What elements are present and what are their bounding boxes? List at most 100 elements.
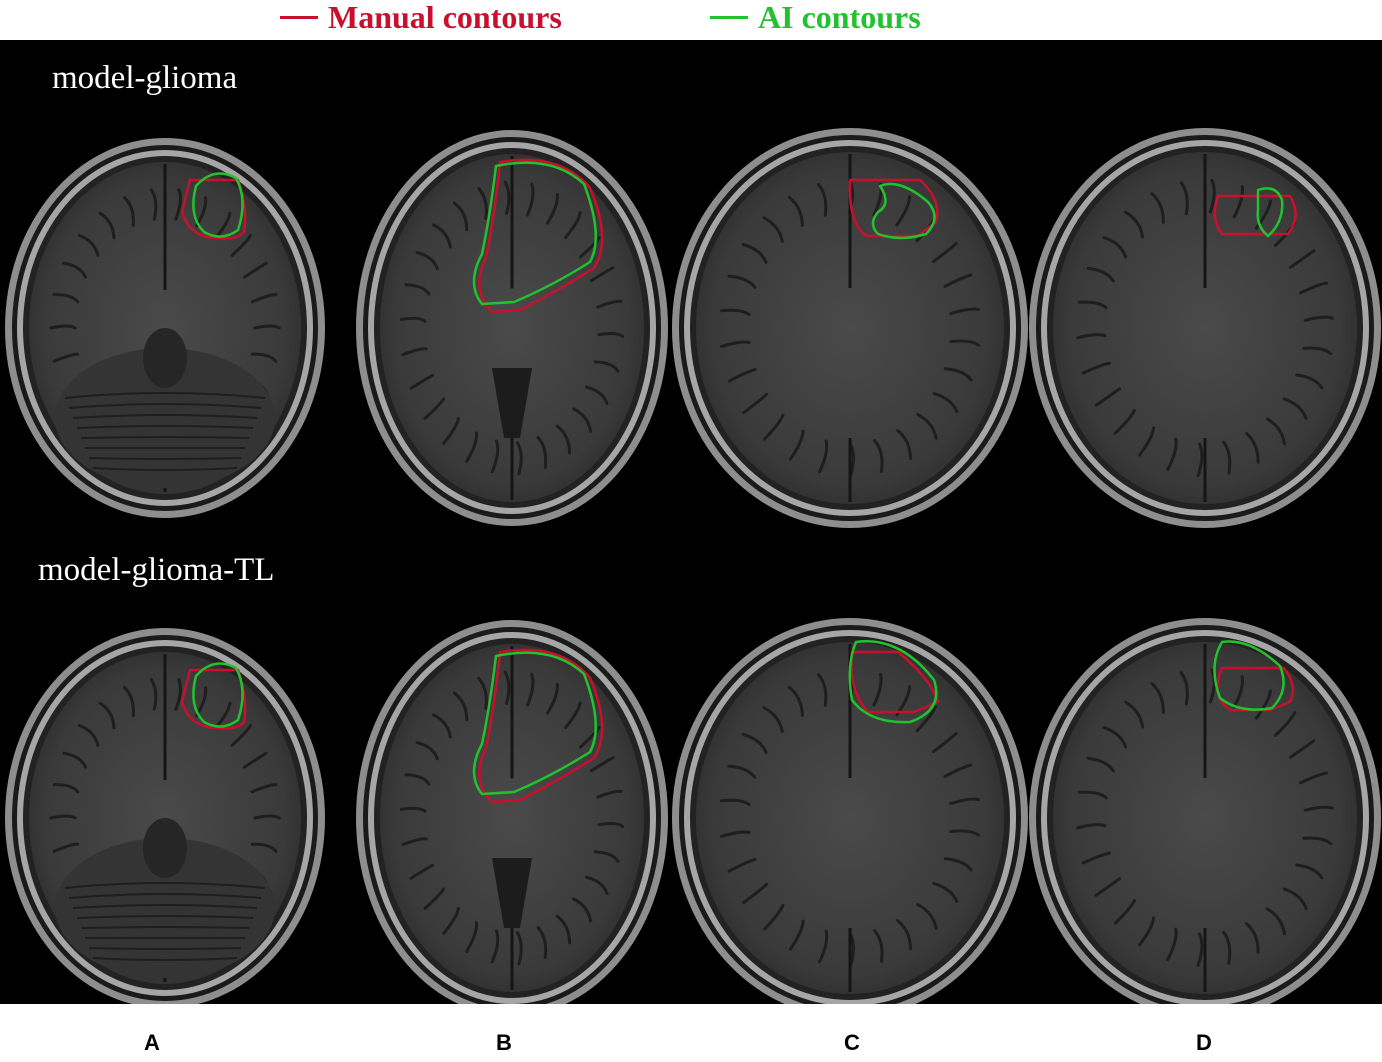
sulcus bbox=[555, 424, 572, 455]
sulcus bbox=[415, 741, 439, 761]
sulcus bbox=[1274, 711, 1297, 737]
sulcus bbox=[1289, 739, 1316, 759]
sulcus bbox=[949, 339, 980, 347]
ai-contour bbox=[1256, 187, 1284, 238]
sulcus bbox=[401, 347, 428, 357]
brain-tissue bbox=[696, 642, 1004, 994]
manual-contour bbox=[180, 668, 247, 730]
sulcus bbox=[720, 308, 751, 316]
sulcus bbox=[253, 814, 281, 820]
sulcus bbox=[52, 293, 80, 304]
legend-manual-contours: Manual contours bbox=[280, 0, 562, 36]
sulcus bbox=[949, 307, 980, 315]
sulcus bbox=[818, 439, 829, 474]
sulcus bbox=[250, 293, 278, 304]
cerebellar-folia bbox=[80, 926, 250, 929]
sulcus bbox=[536, 436, 548, 469]
sulcus bbox=[1208, 668, 1216, 704]
ventricle bbox=[492, 368, 532, 438]
ai-contour-line-swatch bbox=[710, 16, 748, 20]
sulcus bbox=[62, 751, 87, 769]
sulcus bbox=[52, 352, 80, 363]
sulcus bbox=[250, 842, 278, 853]
sulcus bbox=[230, 724, 252, 747]
sulcus bbox=[1254, 199, 1272, 230]
sulcus bbox=[763, 413, 785, 441]
manual-contour bbox=[850, 650, 940, 714]
sulcus bbox=[720, 340, 751, 348]
cerebellar-folia bbox=[64, 882, 266, 889]
sulcus bbox=[817, 673, 828, 707]
sulcus bbox=[1077, 790, 1108, 800]
sulcus bbox=[1303, 315, 1334, 322]
sulcus bbox=[1076, 823, 1107, 830]
sulcus bbox=[949, 797, 980, 805]
mri-slice-d-row-1 bbox=[1029, 128, 1381, 528]
sulcus bbox=[214, 211, 232, 240]
sulcus bbox=[1077, 300, 1108, 310]
sulcus bbox=[465, 431, 479, 463]
sulcus bbox=[477, 677, 488, 710]
cerebellar-folia bbox=[80, 436, 250, 439]
sulcus bbox=[1295, 863, 1324, 880]
sulcus bbox=[932, 882, 959, 903]
sulcus bbox=[1138, 426, 1156, 457]
sulcus bbox=[503, 180, 511, 215]
cerebellar-folia bbox=[64, 392, 266, 399]
sulcus bbox=[477, 187, 488, 220]
brain-tissue bbox=[696, 152, 1004, 504]
sulcus bbox=[787, 685, 804, 717]
sulcus bbox=[1086, 266, 1115, 283]
sulcus bbox=[1208, 178, 1216, 214]
sulcus bbox=[931, 242, 958, 264]
sulcus bbox=[1086, 756, 1115, 773]
sulcus bbox=[593, 850, 620, 863]
sulcus bbox=[546, 683, 559, 715]
sulcus bbox=[762, 706, 784, 733]
sulcus bbox=[98, 211, 116, 240]
sulcus bbox=[1254, 689, 1272, 720]
sulcus bbox=[572, 407, 593, 433]
sulcus bbox=[1166, 927, 1178, 961]
ventricle bbox=[492, 858, 532, 928]
sulcus bbox=[1124, 700, 1145, 729]
sulcus bbox=[1081, 851, 1111, 865]
ai-contour bbox=[1213, 640, 1285, 711]
ai-contour bbox=[472, 161, 598, 306]
sulcus bbox=[1196, 932, 1204, 968]
sulcus bbox=[214, 701, 232, 730]
sulcus bbox=[1222, 440, 1232, 475]
sulcus bbox=[932, 392, 959, 413]
sulcus bbox=[536, 926, 548, 959]
sulcus bbox=[1094, 877, 1121, 897]
sulcus bbox=[404, 283, 431, 296]
sulcus bbox=[250, 783, 278, 794]
sulcus bbox=[49, 324, 77, 330]
mri-slice-a-row-2 bbox=[5, 628, 325, 1004]
column-label-c: C bbox=[844, 1030, 860, 1055]
sulcus bbox=[817, 183, 828, 217]
sulcus bbox=[1303, 805, 1334, 812]
ai-contour bbox=[871, 182, 936, 240]
sulcus bbox=[149, 188, 158, 221]
sulcus bbox=[123, 196, 135, 228]
sulcus bbox=[788, 429, 805, 461]
column-label-d: D bbox=[1196, 1030, 1212, 1055]
sulcus bbox=[401, 837, 428, 847]
legend-ai-contours: AI contours bbox=[710, 0, 921, 36]
sulcus bbox=[442, 417, 460, 445]
sulcus bbox=[415, 251, 439, 271]
sulcus bbox=[1232, 675, 1245, 709]
cerebellar-folia bbox=[72, 904, 258, 909]
manual-contour bbox=[1213, 194, 1297, 236]
sulcus bbox=[452, 201, 469, 232]
sulcus bbox=[873, 929, 884, 963]
sulcus bbox=[409, 373, 435, 390]
sulcus bbox=[243, 751, 268, 769]
sulcus bbox=[596, 299, 623, 309]
sulcus bbox=[1302, 836, 1333, 846]
sulcus bbox=[404, 773, 431, 786]
ai-contour bbox=[192, 172, 244, 238]
brainstem bbox=[143, 328, 187, 388]
sulcus bbox=[1299, 281, 1329, 295]
